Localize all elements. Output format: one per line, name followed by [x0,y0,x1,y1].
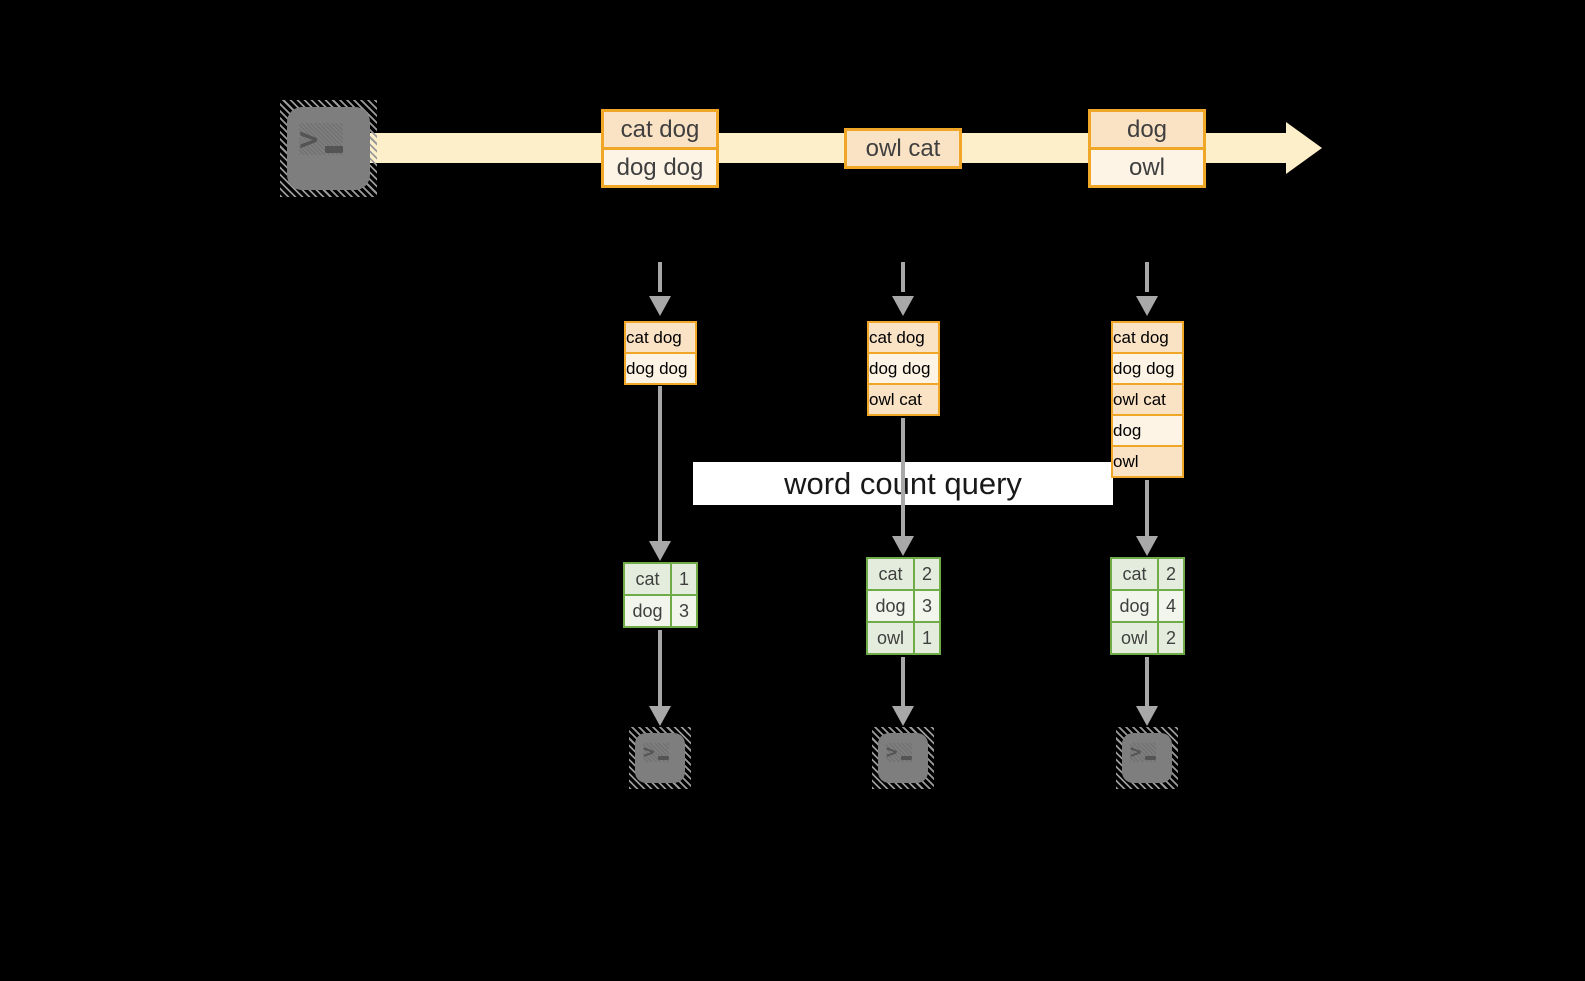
query-arrow-shaft [658,386,662,542]
terminal-icon: > [1116,727,1178,789]
dashed-arrow-head-icon [1136,296,1158,316]
terminal-screen: > [635,733,685,783]
count-cell: 2 [1159,559,1183,589]
stack-line: dog dog [1113,352,1182,383]
word-cell: dog [868,591,915,621]
word-count-table-2: cat 2 dog 3 owl 1 [866,557,941,655]
dashed-arrow-shaft [901,262,905,292]
table-row: dog 3 [625,594,696,626]
output-arrow-head-icon [892,706,914,726]
terminal-prompt-icon: > [643,741,655,763]
query-arrow-shaft [901,418,905,537]
dashed-arrow-shaft [1145,262,1149,292]
terminal-cursor-icon [1145,756,1157,760]
table-row: owl 1 [868,621,939,653]
batch-box-2: owl cat [844,128,962,169]
word-count-table-3: cat 2 dog 4 owl 2 [1110,557,1185,655]
output-arrow-head-icon [1136,706,1158,726]
output-arrow-shaft [1145,657,1149,707]
table-row: dog 3 [868,589,939,621]
query-arrow-shaft [1145,480,1149,537]
query-arrow-head-icon [649,541,671,561]
stack-line: owl cat [1113,383,1182,414]
stack-line: cat dog [626,323,695,352]
accumulated-batch-stack-1: cat dog dog dog [624,321,697,385]
output-arrow-shaft [658,630,662,707]
terminal-icon: > [280,100,377,197]
terminal-icon: > [872,727,934,789]
terminal-screen: > [1122,733,1172,783]
terminal-cursor-icon [658,756,670,760]
word-cell: dog [1112,591,1159,621]
output-arrow-head-icon [649,706,671,726]
word-cell: owl [868,623,915,653]
count-cell: 3 [915,591,939,621]
word-cell: owl [1112,623,1159,653]
stack-line: owl [1113,445,1182,476]
table-row: cat 2 [1112,559,1183,589]
batch-line: cat dog [604,112,716,147]
terminal-prompt-icon: > [299,120,319,158]
count-cell: 4 [1159,591,1183,621]
dashed-arrow-shaft [658,262,662,292]
count-cell: 1 [915,623,939,653]
count-cell: 1 [672,564,696,594]
terminal-prompt-icon: > [886,741,898,763]
count-cell: 3 [672,596,696,626]
stack-line: dog dog [626,352,695,383]
stream-arrowhead-icon [1286,122,1322,174]
stack-line: dog dog [869,352,938,383]
terminal-cursor-icon [901,756,913,760]
terminal-screen: > [878,733,928,783]
word-count-table-1: cat 1 dog 3 [623,562,698,628]
word-cell: cat [868,559,915,589]
terminal-cursor-icon [325,146,344,153]
query-arrow-head-icon [1136,536,1158,556]
count-cell: 2 [1159,623,1183,653]
batch-line: dog [1091,112,1203,147]
word-cell: dog [625,596,672,626]
word-cell: cat [625,564,672,594]
output-arrow-shaft [901,657,905,707]
accumulated-batch-stack-3: cat dog dog dog owl cat dog owl [1111,321,1184,478]
batch-line: dog dog [604,147,716,185]
query-arrow-head-icon [892,536,914,556]
dashed-arrow-head-icon [649,296,671,316]
count-cell: 2 [915,559,939,589]
terminal-icon: > [629,727,691,789]
dashed-arrow-head-icon [892,296,914,316]
batch-line: owl [1091,147,1203,185]
terminal-prompt-icon: > [1130,741,1142,763]
batch-box-3: dog owl [1088,109,1206,188]
accumulated-batch-stack-2: cat dog dog dog owl cat [867,321,940,416]
stack-line: dog [1113,414,1182,445]
batch-box-1: cat dog dog dog [601,109,719,188]
word-cell: cat [1112,559,1159,589]
table-row: owl 2 [1112,621,1183,653]
stack-line: owl cat [869,383,938,414]
terminal-screen: > [287,107,370,190]
stack-line: cat dog [1113,323,1182,352]
batch-line: owl cat [847,131,959,166]
table-row: dog 4 [1112,589,1183,621]
stack-line: cat dog [869,323,938,352]
table-row: cat 2 [868,559,939,589]
table-row: cat 1 [625,564,696,594]
